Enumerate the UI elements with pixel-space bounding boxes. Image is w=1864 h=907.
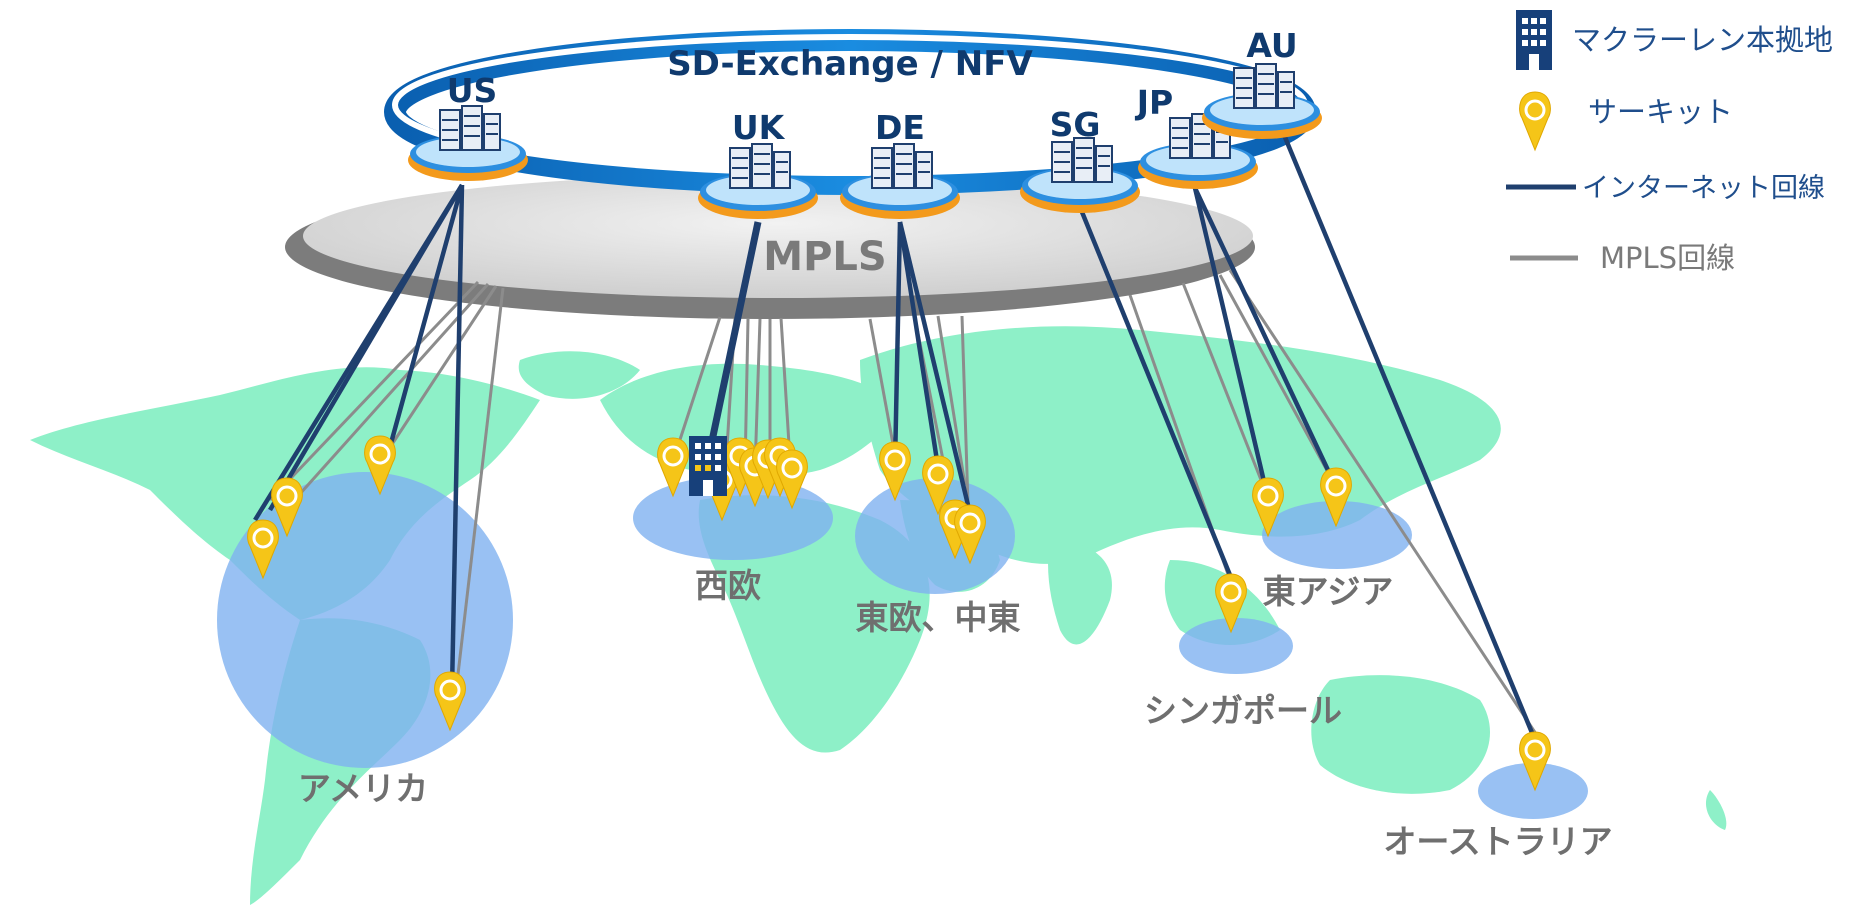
new-zealand-landmass <box>1705 790 1727 830</box>
region-circle-east-asia <box>1262 501 1412 569</box>
hub-code-au: AU <box>1246 26 1297 65</box>
region-label-america: アメリカ <box>298 769 428 808</box>
hub-au: AU <box>1201 26 1323 140</box>
hub-de: DE <box>839 108 961 220</box>
region-label-east-europe: 東欧、中東 <box>856 598 1021 637</box>
legend: マクラーレン本拠地 サーキット インターネット回線 MPLS回線 <box>1506 10 1833 275</box>
legend-mpls-label: MPLS回線 <box>1600 241 1735 275</box>
legend-internet-label: インターネット回線 <box>1582 173 1825 204</box>
legend-circuit-label: サーキット <box>1588 95 1733 129</box>
legend-hq-icon <box>1516 10 1552 70</box>
hub-code-uk: UK <box>732 108 786 147</box>
mpls-label: MPLS <box>763 234 886 280</box>
region-circle-australia <box>1478 763 1588 819</box>
region-label-east-asia: 東アジア <box>1263 572 1394 611</box>
region-circle-america <box>217 472 513 768</box>
hub-code-de: DE <box>875 108 925 147</box>
greenland-landmass <box>518 351 640 399</box>
hub-jp: JP <box>1135 83 1259 190</box>
legend-hq-label: マクラーレン本拠地 <box>1572 23 1833 57</box>
region-circle-singapore <box>1179 618 1293 674</box>
ring-title: SD-Exchange / NFV <box>667 44 1033 84</box>
hub-code-us: US <box>447 71 498 110</box>
hq-building-icon <box>689 436 727 496</box>
region-circle-west-europe <box>633 476 833 560</box>
hub-sg: SG <box>1019 105 1141 214</box>
legend-circuit-icon <box>1518 90 1552 152</box>
hub-code-sg: SG <box>1050 105 1101 144</box>
region-label-west-europe: 西欧 <box>695 566 761 605</box>
mpls-cloud: MPLS <box>285 174 1255 319</box>
hub-code-jp: JP <box>1135 83 1173 122</box>
india-landmass <box>1048 540 1112 645</box>
region-labels: アメリカ 西欧 東欧、中東 東アジア シンガポール オーストラリア <box>298 566 1613 861</box>
hub-us: US <box>407 71 529 182</box>
australia-landmass <box>1311 675 1490 794</box>
region-label-singapore: シンガポール <box>1144 691 1342 730</box>
hub-uk: UK <box>697 108 819 220</box>
internet-lines <box>253 129 1538 741</box>
mpls-lines <box>268 269 1542 741</box>
region-label-australia: オーストラリア <box>1383 822 1612 861</box>
